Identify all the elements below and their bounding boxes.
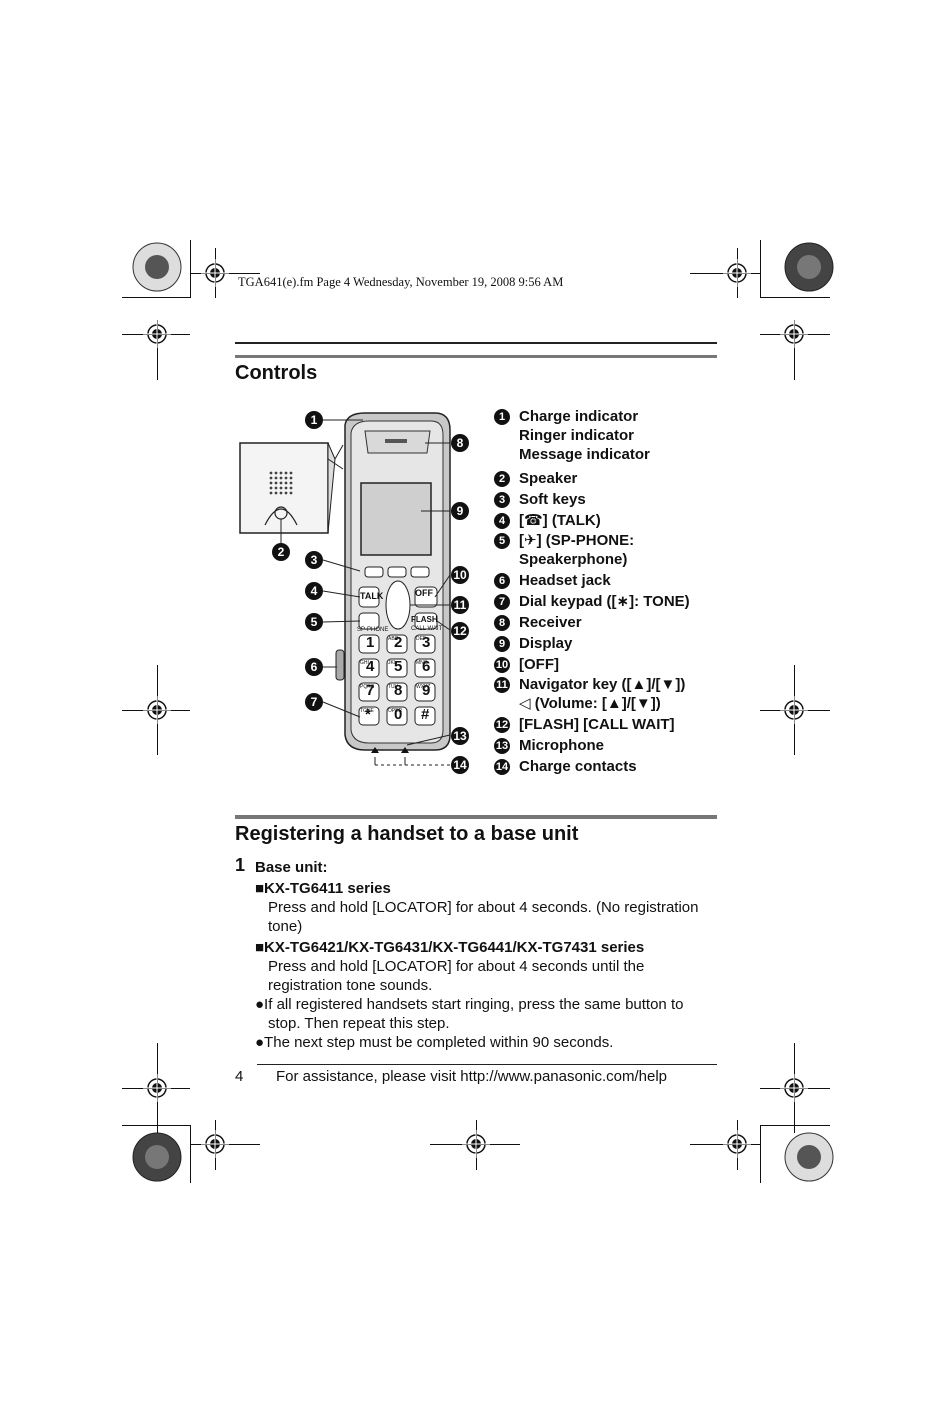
target-icon	[461, 1129, 491, 1159]
section-rule	[235, 342, 717, 344]
callout-3: 3	[305, 551, 323, 569]
step-title: Base unit:	[255, 859, 328, 876]
target-icon	[779, 319, 809, 349]
list-item: 1 Charge indicator Ringer indicator Mess…	[494, 407, 724, 469]
key-sub: GHI	[360, 660, 369, 666]
target-icon	[142, 695, 172, 725]
key-sub: WXYZ	[416, 684, 431, 690]
controls-list: 1 Charge indicator Ringer indicator Mess…	[494, 407, 724, 778]
sunburst-icon	[784, 1132, 834, 1182]
off-key-label: OFF	[415, 588, 433, 598]
list-item: 12 [FLASH] [CALL WAIT]	[494, 716, 675, 734]
callout-13: 13	[451, 727, 469, 745]
list-item: 10 [OFF]	[494, 655, 559, 673]
key-sub: OPER	[388, 708, 403, 714]
call-wait-label: CALL WAIT	[411, 626, 443, 632]
sunburst-icon	[784, 242, 834, 292]
key-2: 2	[394, 634, 403, 651]
callout-14: 14	[451, 756, 469, 774]
list-item: 14 Charge contacts	[494, 757, 637, 775]
list-item: 6 Headset jack	[494, 571, 724, 592]
key-1: 1	[366, 634, 375, 651]
key-sub: TONE	[360, 708, 374, 714]
sunburst-icon	[132, 242, 182, 292]
controls-heading: Controls	[235, 362, 318, 384]
callout-9: 9	[451, 502, 469, 520]
key-sub: DEF	[416, 636, 426, 642]
target-icon	[722, 1129, 752, 1159]
key-4: 4	[366, 658, 375, 675]
key-star: *	[365, 706, 371, 723]
section-rule	[235, 815, 717, 819]
key-sub: MNO	[416, 660, 428, 666]
key-sub: PQRS	[360, 684, 375, 690]
list-item: 5 [✈] (SP-PHONE: Speakerphone)	[494, 531, 724, 571]
flash-key-label: FLASH	[411, 615, 438, 624]
target-icon	[779, 1073, 809, 1103]
key-8: 8	[394, 682, 403, 699]
key-3: 3	[422, 634, 431, 651]
list-item: 3 Soft keys	[494, 490, 724, 511]
key-9: 9	[422, 682, 431, 699]
callout-1: 1	[305, 411, 323, 429]
key-0: 0	[394, 706, 403, 723]
footer-rule	[257, 1064, 717, 1065]
callout-7: 7	[305, 693, 323, 711]
talk-key-label: TALK	[360, 591, 384, 601]
callout-10: 10	[451, 566, 469, 584]
key-sub: JKL	[388, 660, 397, 666]
callout-12: 12	[451, 622, 469, 640]
handset-illustration	[239, 412, 451, 766]
key-7: 7	[366, 682, 375, 699]
step-number: 1	[235, 855, 246, 875]
callout-2: 2	[272, 543, 290, 561]
bullet-item: ●If all registered handsets start ringin…	[255, 996, 684, 1013]
sunburst-icon	[132, 1132, 182, 1182]
target-icon	[779, 695, 809, 725]
instruction-text: Press and hold [LOCATOR] for about 4 sec…	[268, 958, 645, 975]
callout-4: 4	[305, 582, 323, 600]
section-rule	[235, 355, 717, 358]
key-hash: #	[421, 706, 430, 723]
callout-11: 11	[451, 596, 469, 614]
instruction-text: tone)	[268, 918, 303, 935]
instruction-text: Press and hold [LOCATOR] for about 4 sec…	[268, 899, 699, 916]
instruction-text: registration tone sounds.	[268, 977, 433, 994]
file-header: TGA641(e).fm Page 4 Wednesday, November …	[238, 275, 564, 289]
series-title: ■KX-TG6411 series	[255, 880, 391, 897]
key-6: 6	[422, 658, 431, 675]
assistance-text: For assistance, please visit http://www.…	[276, 1068, 668, 1085]
list-item: 2 Speaker	[494, 469, 724, 490]
page-number: 4	[235, 1068, 244, 1085]
key-sub: TUV	[388, 684, 398, 690]
callout-8: 8	[451, 434, 469, 452]
series-title: ■KX-TG6421/KX-TG6431/KX-TG6441/KX-TG7431…	[255, 939, 645, 956]
target-icon	[142, 319, 172, 349]
bullet-item: stop. Then repeat this step.	[268, 1015, 450, 1032]
registering-heading: Registering a handset to a base unit	[235, 823, 579, 845]
callout-6: 6	[305, 658, 323, 676]
sp-phone-label: SP-PHONE	[357, 627, 389, 633]
target-icon	[142, 1073, 172, 1103]
list-item: 4 [☎] (TALK)	[494, 511, 724, 532]
list-item: 13 Microphone	[494, 737, 604, 755]
target-icon	[200, 258, 230, 288]
list-item: 8 Receiver	[494, 613, 724, 634]
list-item: 7 Dial keypad ([∗]: TONE)	[494, 592, 724, 613]
key-sub: ABC	[388, 636, 399, 642]
callout-5: 5	[305, 613, 323, 631]
target-icon	[200, 1129, 230, 1159]
list-item: 11 Navigator key ([▲]/[▼]) ◁ (Volume: [▲…	[494, 675, 724, 715]
bullet-item: ●The next step must be completed within …	[255, 1034, 614, 1051]
list-item: 9 Display	[494, 634, 724, 655]
target-icon	[722, 258, 752, 288]
key-5: 5	[394, 658, 403, 675]
